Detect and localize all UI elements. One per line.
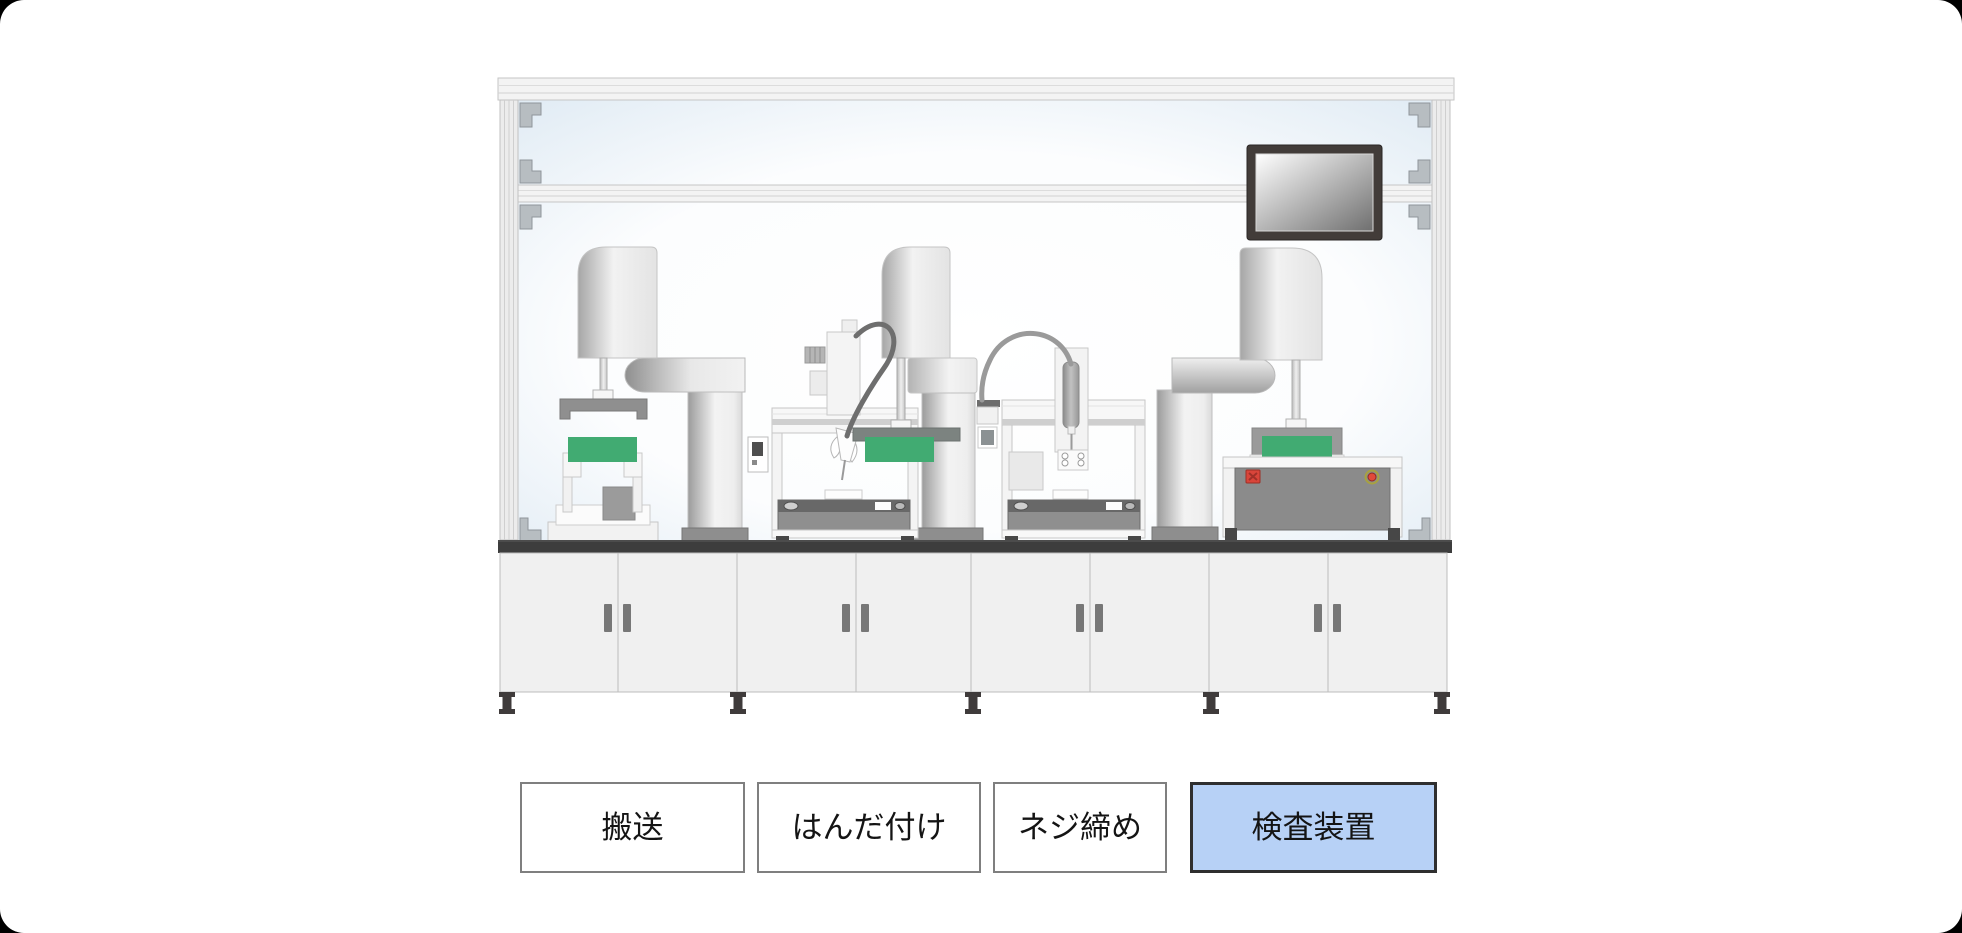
- door-handle: [1095, 604, 1103, 632]
- leveling-foot: [730, 692, 746, 714]
- door-handle: [1314, 604, 1322, 632]
- station-inspection: [1151, 247, 1403, 542]
- door-handle: [1076, 604, 1084, 632]
- leveling-foot: [1203, 692, 1219, 714]
- pcb-workpiece: [568, 437, 637, 462]
- workbench-surface: [498, 540, 1452, 553]
- robot-head: [881, 246, 951, 359]
- cabinet-door-dividers: [617, 553, 1329, 692]
- station-soldering: [771, 246, 984, 543]
- corner-bracket: [519, 159, 542, 184]
- monitor-screen: [1255, 153, 1374, 232]
- door-handle: [1333, 604, 1341, 632]
- press-head: [577, 246, 658, 359]
- inspection-box: [1234, 467, 1391, 531]
- door-handle: [861, 604, 869, 632]
- station-button-inspection[interactable]: 検査装置: [1190, 782, 1437, 873]
- door-handle: [842, 604, 850, 632]
- leveling-foot: [1434, 692, 1450, 714]
- door-handle: [604, 604, 612, 632]
- leveling-foot: [499, 692, 515, 714]
- inspection-head: [1239, 247, 1323, 361]
- cabinet: [499, 552, 1450, 714]
- pcb-workpiece: [865, 437, 934, 462]
- station-screw-tightening: [976, 331, 1146, 542]
- cabinet-handles: [604, 604, 1341, 632]
- monitor: [1246, 144, 1383, 241]
- station-button-soldering[interactable]: はんだ付け: [757, 782, 981, 873]
- corner-bracket: [1408, 102, 1431, 128]
- screwdriver-spindle: [1062, 361, 1080, 429]
- screwdriver-cable: [979, 331, 1074, 403]
- station-button-screw-tightening[interactable]: ネジ締め: [993, 782, 1167, 873]
- leveling-feet: [499, 692, 1450, 714]
- station-button-transport[interactable]: 搬送: [520, 782, 745, 873]
- corner-bracket: [519, 204, 542, 230]
- corner-bracket: [519, 102, 542, 128]
- solder-carriage: [826, 331, 861, 416]
- door-handle: [623, 604, 631, 632]
- gripper: [559, 398, 648, 420]
- leveling-foot: [965, 692, 981, 714]
- corner-bracket: [1408, 159, 1431, 184]
- corner-bracket: [1408, 204, 1431, 230]
- pcb-workpiece: [1262, 436, 1332, 459]
- station-transport: [547, 246, 769, 543]
- indicator-lamp: [1364, 469, 1380, 485]
- corner-brackets: [519, 102, 1431, 543]
- enclosure-frame: [497, 77, 1455, 541]
- solder-cable: [844, 321, 897, 439]
